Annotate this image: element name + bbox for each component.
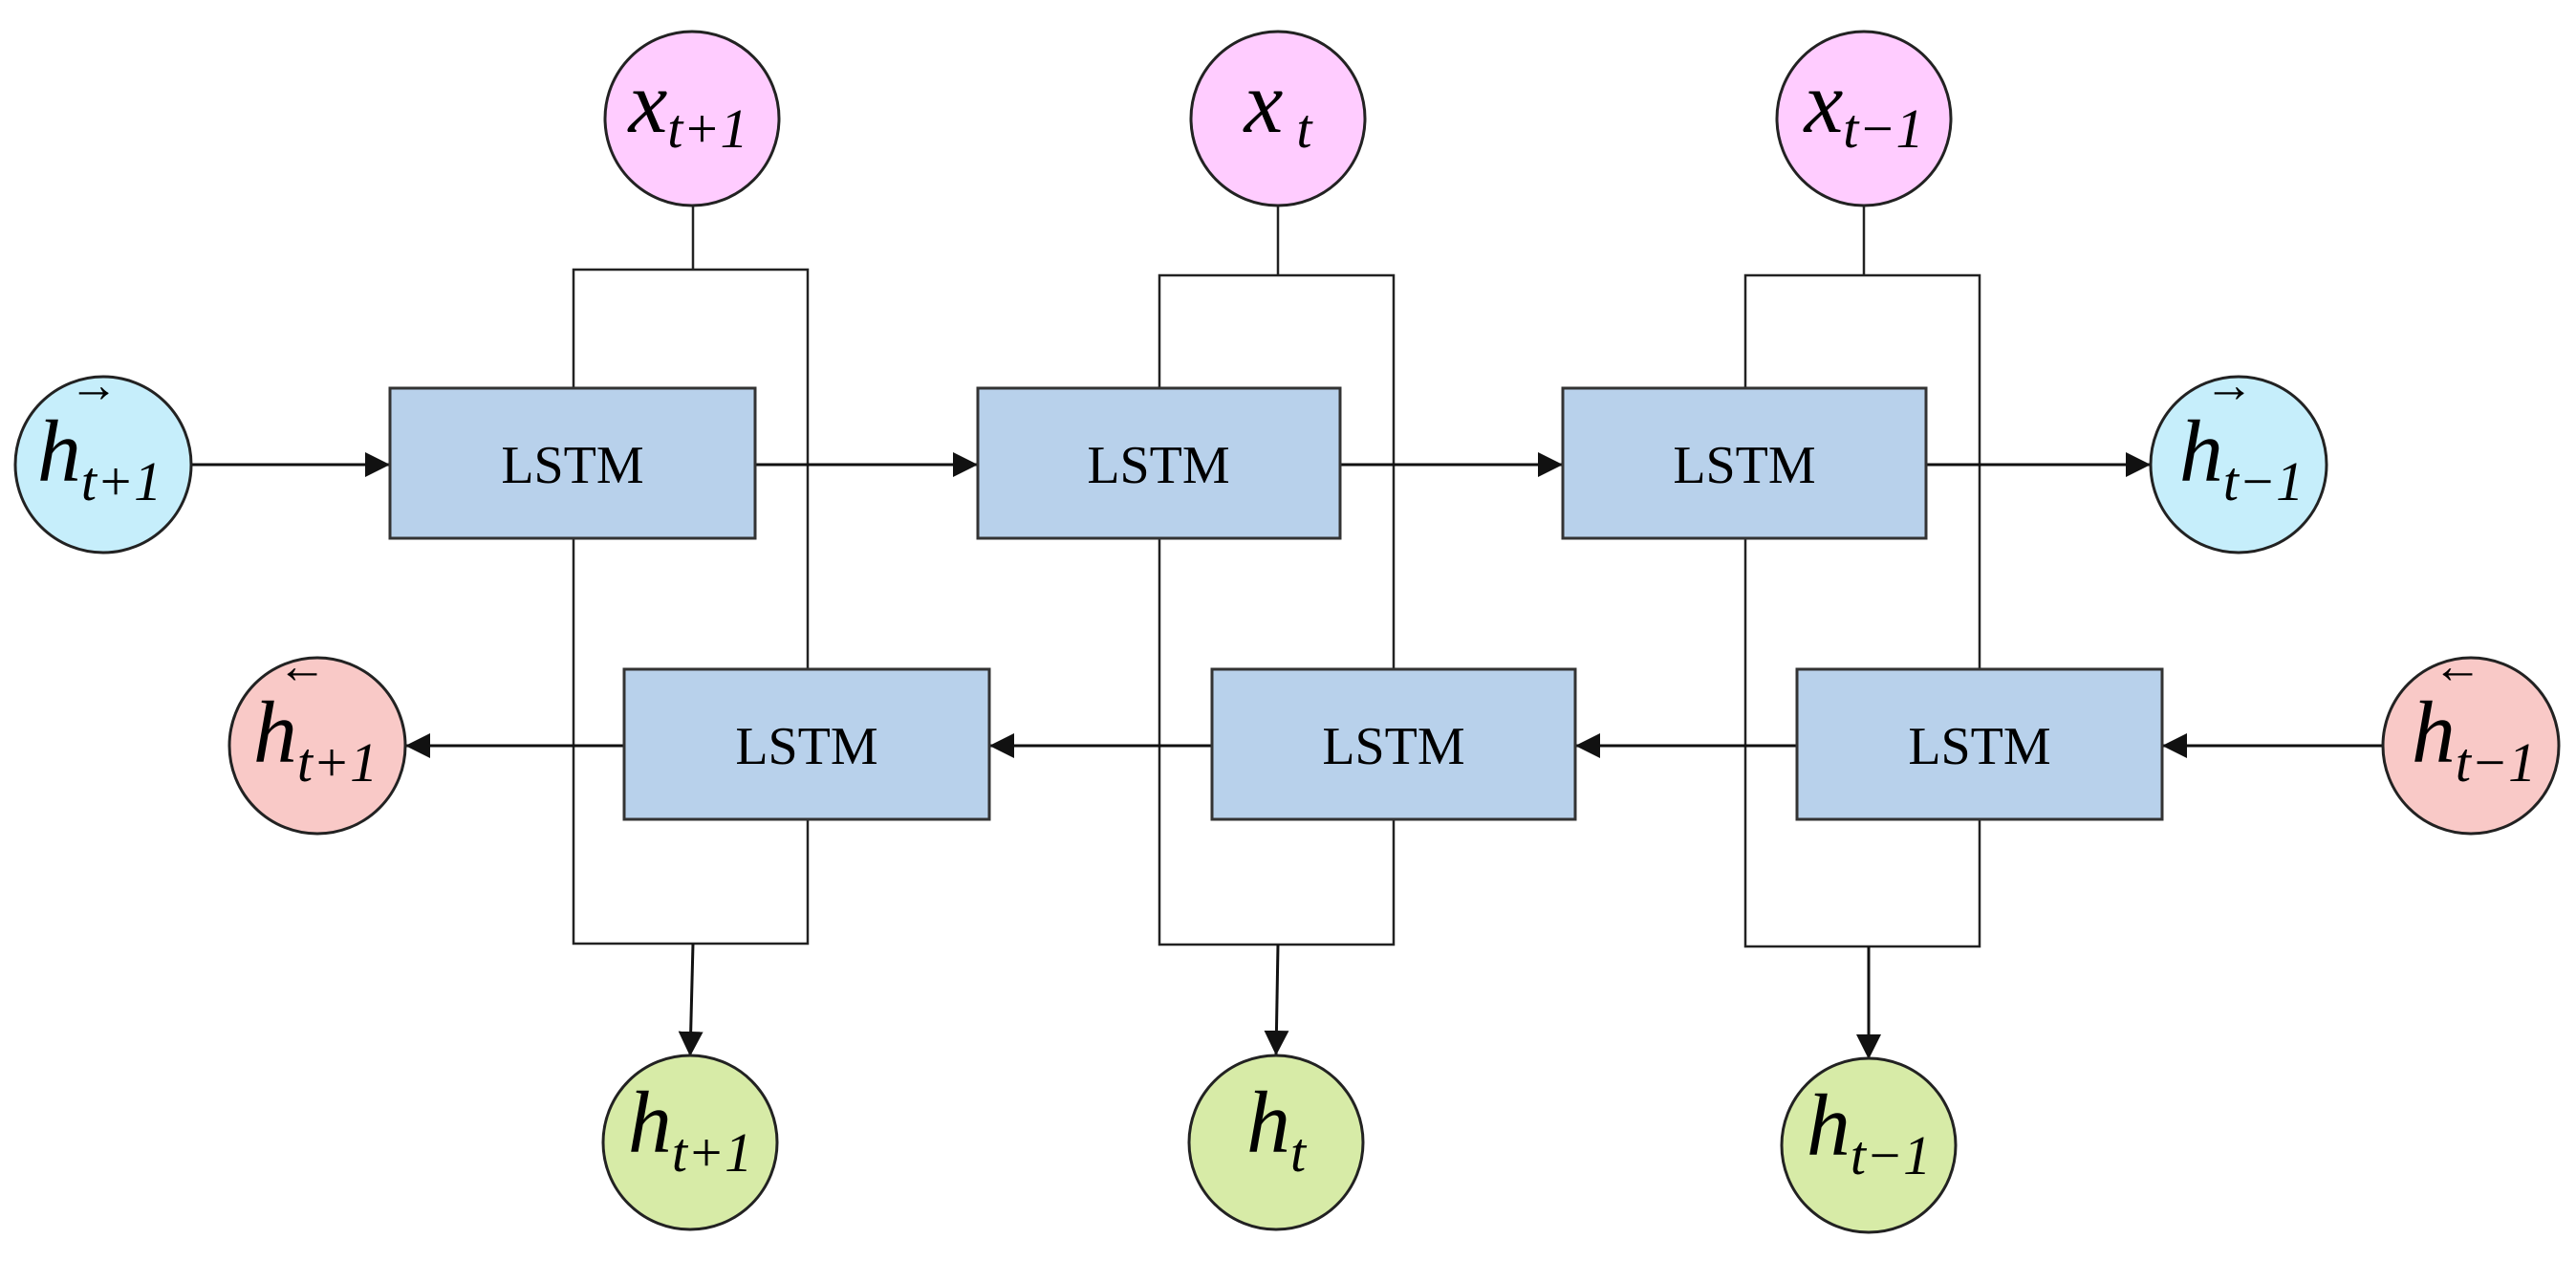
node-circle bbox=[1187, 1054, 1365, 1231]
node-label: ht+1 bbox=[628, 1074, 752, 1184]
output-node-1: ht+1 bbox=[601, 1054, 779, 1231]
lstm-label: LSTM bbox=[735, 717, 877, 776]
forward-end-node: → ht−1 bbox=[2149, 359, 2328, 554]
node-label: ht−1 bbox=[2179, 402, 2304, 512]
wire-frame-3 bbox=[1743, 273, 1981, 948]
forward-lstm-3: LSTM bbox=[1561, 386, 1928, 540]
backward-start-node: ← ht−1 bbox=[2381, 640, 2561, 836]
node-circle bbox=[601, 1054, 779, 1231]
node-circle bbox=[603, 30, 781, 207]
output-arrows bbox=[678, 943, 1881, 1059]
lstm-label: LSTM bbox=[501, 436, 643, 495]
lstm-box bbox=[1795, 667, 2164, 821]
forward-layer: LSTM LSTM LSTM bbox=[388, 386, 1928, 540]
forward-lstm-1: LSTM bbox=[388, 386, 757, 540]
forward-start-node: → ht+1 bbox=[13, 359, 193, 554]
node-label: ht bbox=[1246, 1074, 1308, 1184]
backward-lstm-3: LSTM bbox=[1795, 667, 2164, 821]
node-circle bbox=[1775, 30, 1953, 207]
backward-end-node: ← ht+1 bbox=[227, 640, 407, 836]
backward-lstm-2: LSTM bbox=[1210, 667, 1577, 821]
forward-arrow-accent: → bbox=[69, 359, 119, 413]
node-label: xt−1 bbox=[1802, 54, 1923, 160]
output-arrow-2 bbox=[1264, 944, 1289, 1056]
node-circle bbox=[1780, 1056, 1958, 1234]
wire-frame-2 bbox=[1158, 273, 1396, 946]
output-node-3: ht−1 bbox=[1780, 1056, 1958, 1234]
lstm-box bbox=[388, 386, 757, 540]
lstm-label: LSTM bbox=[1322, 717, 1464, 776]
output-arrow-1 bbox=[678, 943, 704, 1057]
input-node-3: xt−1 bbox=[1775, 30, 1953, 207]
forward-arrow-accent: → bbox=[2204, 359, 2254, 413]
backward-layer: LSTM LSTM LSTM bbox=[622, 667, 2164, 821]
node-label: xt+1 bbox=[626, 54, 747, 160]
lstm-box bbox=[976, 386, 1342, 540]
output-nodes: ht+1 ht ht−1 bbox=[601, 1054, 1958, 1234]
node-circle bbox=[13, 375, 193, 554]
lstm-label: LSTM bbox=[1908, 717, 2050, 776]
backward-arrow-accent: ← bbox=[277, 640, 327, 694]
wiring bbox=[572, 206, 1981, 948]
lstm-label: LSTM bbox=[1087, 436, 1229, 495]
lstm-box bbox=[622, 667, 991, 821]
lstm-box bbox=[1210, 667, 1577, 821]
wire-frame-1 bbox=[572, 268, 810, 946]
backward-arrow-accent: ← bbox=[2433, 640, 2482, 694]
node-circle bbox=[1189, 30, 1367, 207]
node-label: ht−1 bbox=[2412, 684, 2536, 794]
node-label: ht+1 bbox=[37, 402, 162, 512]
node-circle bbox=[2381, 656, 2561, 836]
node-label: ht+1 bbox=[253, 684, 378, 794]
output-node-2: ht bbox=[1187, 1054, 1365, 1231]
node-label: ht−1 bbox=[1807, 1076, 1931, 1186]
node-circle bbox=[227, 656, 407, 836]
backward-lstm-1: LSTM bbox=[622, 667, 991, 821]
forward-lstm-2: LSTM bbox=[976, 386, 1342, 540]
input-node-1: xt+1 bbox=[603, 30, 781, 207]
node-circle bbox=[2149, 375, 2328, 554]
lstm-box bbox=[1561, 386, 1928, 540]
lstm-label: LSTM bbox=[1673, 436, 1815, 495]
